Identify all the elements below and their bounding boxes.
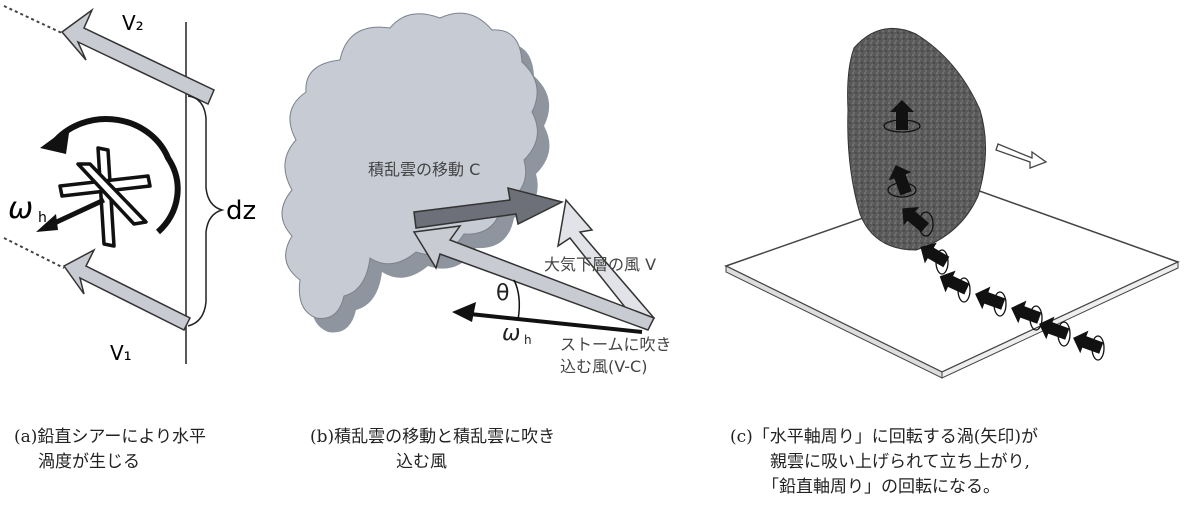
omega-vector-head [36, 214, 58, 232]
v2-label: V₂ [122, 11, 144, 35]
vorticity-cross-symbol [58, 146, 152, 248]
storm-motion-arrow [413, 186, 565, 229]
panel-c-diagram [724, 27, 1180, 379]
vortex-arrow-1 [890, 100, 914, 130]
vortex-arrow-4 [920, 242, 950, 268]
v1-label: V₁ [110, 341, 132, 365]
dz-brace [187, 95, 225, 327]
vortex-arrow-6 [975, 286, 1006, 310]
omega-h-vector-head [452, 302, 476, 322]
vortex-arrow-7 [1011, 300, 1042, 324]
omega-h-vector [469, 312, 643, 334]
low-level-wind-label: 大気下層の風 V [544, 255, 656, 274]
dz-label: dz [226, 196, 256, 226]
ground-plane-edge-right [941, 261, 1179, 379]
theta-label: θ [496, 281, 509, 306]
panel-c-vortex-tilting: (c)「水平軸周り」に回転する渦(矢印)が 親雲に吸い上げられて立ち上がり, 「… [720, 0, 1186, 514]
panel-b-storm-inflow: 積乱雲の移動 C 大気下層の風 V θ ω h ストームに吹き 込む風(V-C)… [270, 0, 720, 514]
storm-motion-label: 積乱雲の移動 C [368, 160, 480, 179]
v2-arrow [60, 7, 215, 106]
cumulonimbus-cloud [281, 12, 538, 320]
caption-a-line2: 渦度が生じる [38, 452, 140, 472]
panel-b-diagram: 積乱雲の移動 C 大気下層の風 V θ ω h ストームに吹き 込む風(V-C) [281, 12, 672, 376]
rotation-arrowhead [40, 126, 70, 154]
rotation-arc [53, 116, 181, 235]
theta-arc [513, 279, 521, 321]
vortex-rotation-loops [883, 119, 1105, 361]
vortex-arrow-3 [902, 206, 930, 233]
vortex-arrow-9 [1073, 330, 1104, 354]
caption-c-line1: (c)「水平軸周り」に回転する渦(矢印)が [730, 427, 1039, 447]
caption-b-line1: (b)積乱雲の移動と積乱雲に吹き [310, 427, 556, 447]
panel-a-diagram: V₂ V₁ dz ω h [3, 5, 256, 365]
v2-dotted-tail [3, 5, 65, 35]
caption-a-line1: (a)鉛直シアーにより水平 [14, 427, 207, 447]
parent-cloud [847, 27, 986, 251]
v1-arrow [62, 248, 192, 332]
inflow-label-line1: ストームに吹き [560, 335, 672, 354]
inflow-arrow [412, 225, 656, 331]
caption-a: (a)鉛直シアーにより水平 渦度が生じる [14, 425, 206, 475]
panel-a-vertical-shear: V₂ V₁ dz ω h (a)鉛直シアーにより水平 渦度が生じる [0, 0, 256, 514]
omega-h-label-b: ω [502, 321, 520, 346]
vortex-arrow-5 [939, 270, 970, 295]
low-level-wind-arrow [556, 198, 656, 327]
wind-direction-arrow [995, 143, 1048, 169]
omega-vector-line [46, 197, 106, 229]
vortex-arrow-8 [1039, 316, 1070, 340]
caption-b-line2: 込む風 [396, 452, 447, 472]
omega-h-label: ω [8, 191, 33, 226]
vortex-arrow-2 [888, 165, 912, 196]
omega-h-subscript-b: h [524, 333, 532, 347]
v1-dotted-tail [3, 237, 65, 269]
vortex-arrows [888, 100, 1104, 354]
inflow-label-line2: 込む風(V-C) [560, 357, 647, 376]
caption-c: (c)「水平軸周り」に回転する渦(矢印)が 親雲に吸い上げられて立ち上がり, 「… [730, 425, 1038, 500]
caption-c-line3: 「鉛直軸周り」の回転になる。 [762, 477, 1000, 497]
caption-c-line2: 親雲に吸い上げられて立ち上がり, [770, 452, 1030, 472]
omega-h-subscript: h [38, 210, 47, 226]
caption-b: (b)積乱雲の移動と積乱雲に吹き 込む風 [310, 425, 555, 475]
